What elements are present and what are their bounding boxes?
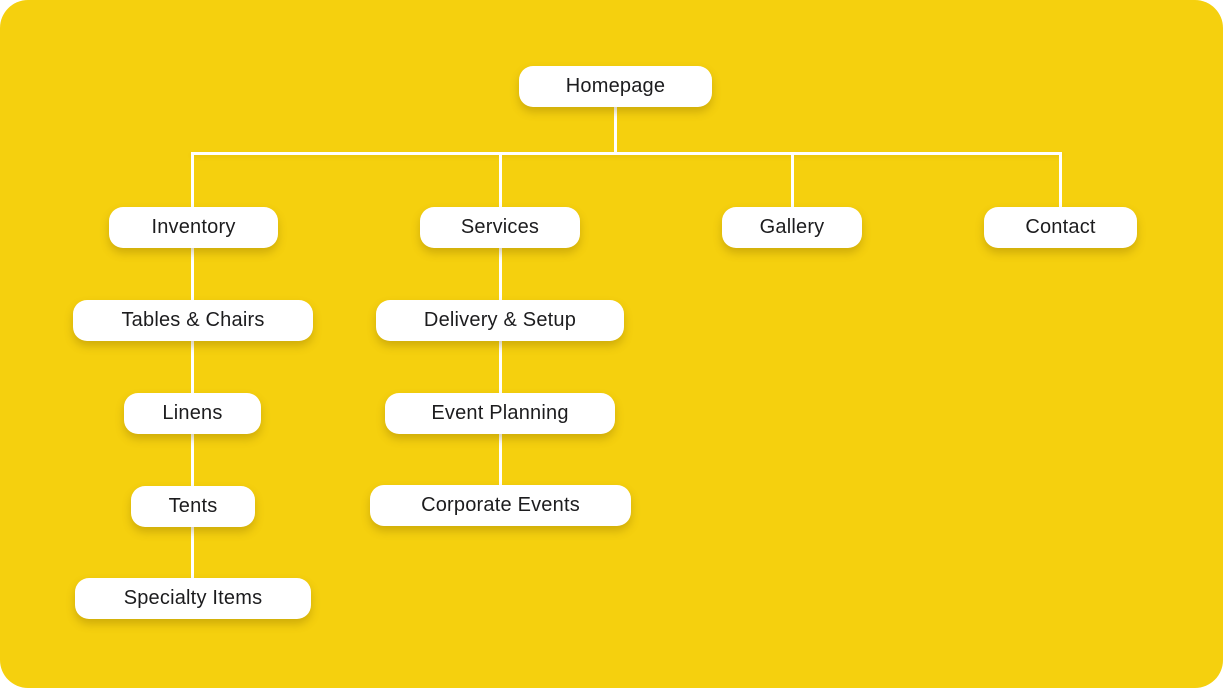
node-linens[interactable]: Linens [124, 393, 261, 434]
node-label: Contact [1025, 216, 1096, 238]
node-services[interactable]: Services [420, 207, 580, 248]
node-label: Homepage [565, 75, 666, 97]
node-corporate-events[interactable]: Corporate Events [370, 485, 631, 526]
node-label: Event Planning [431, 402, 569, 424]
node-inventory[interactable]: Inventory [109, 207, 278, 248]
connector-services-chain [499, 248, 502, 487]
node-label: Corporate Events [421, 494, 580, 516]
connector-inventory-drop [191, 152, 194, 209]
connector-contact-drop [1059, 152, 1062, 209]
node-tents[interactable]: Tents [131, 486, 255, 527]
node-label: Specialty Items [123, 587, 263, 609]
connector-services-drop [499, 152, 502, 209]
node-gallery[interactable]: Gallery [722, 207, 862, 248]
node-label: Tables & Chairs [121, 309, 265, 331]
node-label: Inventory [151, 216, 236, 238]
node-label: Gallery [759, 216, 825, 238]
node-label: Tents [168, 495, 218, 517]
connector-homepage-drop [614, 105, 617, 155]
connector-gallery-drop [791, 152, 794, 209]
node-specialty-items[interactable]: Specialty Items [75, 578, 311, 619]
node-event-planning[interactable]: Event Planning [385, 393, 615, 434]
node-label: Linens [162, 402, 223, 424]
node-contact[interactable]: Contact [984, 207, 1137, 248]
node-tables-chairs[interactable]: Tables & Chairs [73, 300, 313, 341]
node-label: Delivery & Setup [423, 309, 577, 331]
node-homepage[interactable]: Homepage [519, 66, 712, 107]
connector-horizontal-bar [191, 152, 1062, 155]
node-label: Services [460, 216, 540, 238]
node-delivery-setup[interactable]: Delivery & Setup [376, 300, 624, 341]
